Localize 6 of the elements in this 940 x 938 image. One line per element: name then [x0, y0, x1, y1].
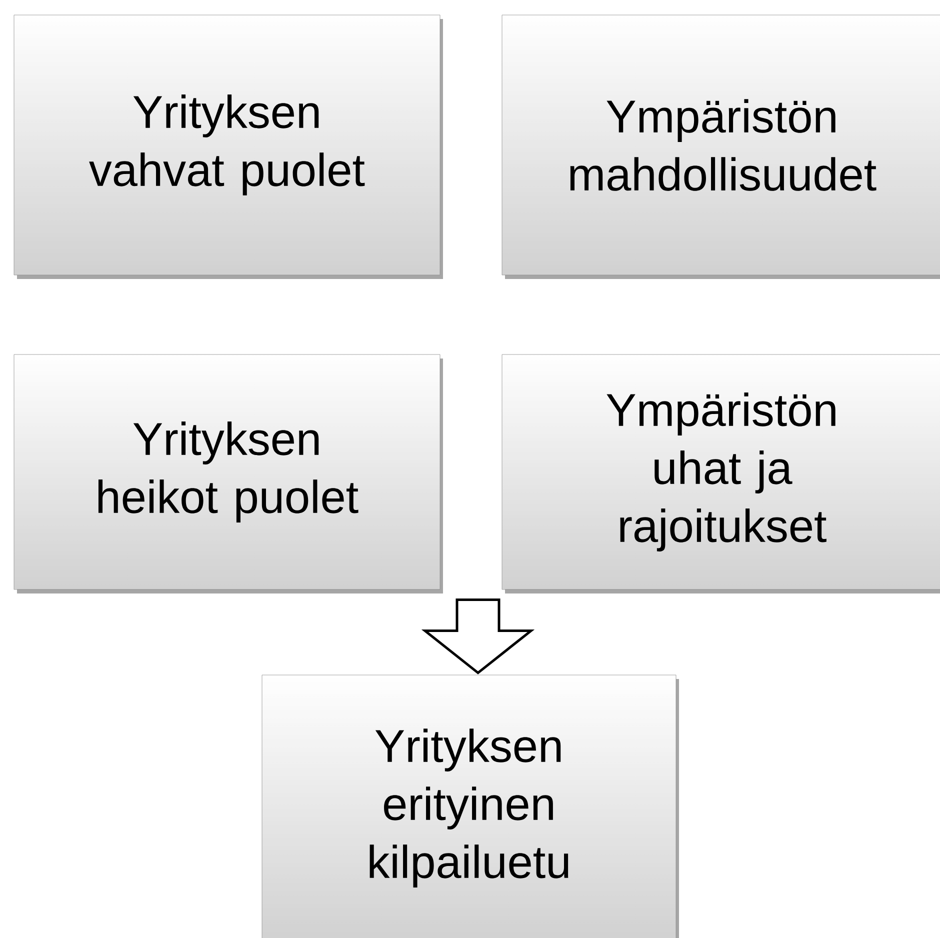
text-box: Yrityksen erityinen kilpailuetu	[262, 674, 679, 938]
text-box: Ympäristön uhat ja rajoitukset	[502, 354, 940, 594]
text-box: Ympäristön mahdollisuudet	[502, 14, 940, 279]
text-box: Yrityksen heikot puolet	[14, 354, 443, 594]
block-arrow	[421, 598, 535, 674]
text-box: Yrityksen vahvat puolet	[14, 14, 443, 279]
